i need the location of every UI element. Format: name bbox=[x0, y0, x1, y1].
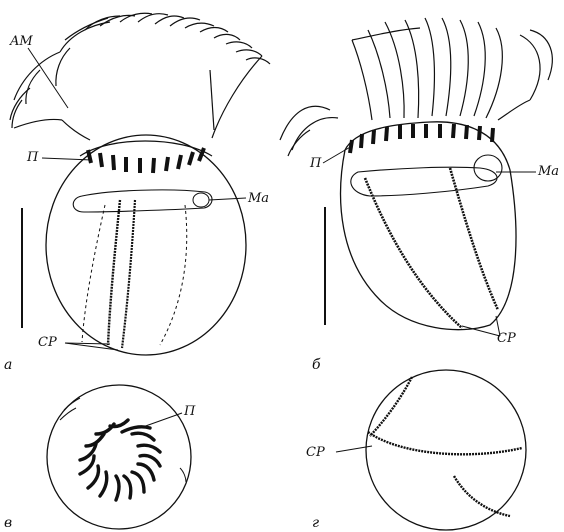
panel-letter-v: в bbox=[4, 516, 12, 530]
label-ma-a: Ma bbox=[248, 192, 269, 205]
label-cp-b: CP bbox=[497, 332, 516, 345]
panel-v-cell bbox=[47, 385, 191, 529]
panel-b-cell bbox=[280, 18, 552, 330]
panel-letter-b: б bbox=[312, 358, 321, 372]
label-ma-b: Ma bbox=[538, 165, 559, 178]
panel-b-membranelles bbox=[280, 18, 552, 156]
label-p-v: П bbox=[184, 405, 195, 418]
label-cp-a: CP bbox=[38, 336, 57, 349]
panel-a-leaders bbox=[28, 48, 246, 350]
label-p-b: П bbox=[310, 157, 321, 170]
panel-a-membranelles bbox=[10, 13, 270, 140]
panel-a-peristome-band bbox=[88, 148, 204, 173]
label-am: AM bbox=[10, 35, 33, 48]
panel-v-leaders bbox=[140, 413, 182, 428]
panel-letter-g: г bbox=[312, 516, 319, 530]
panel-v-texture bbox=[60, 398, 186, 482]
label-p-a: П bbox=[27, 151, 38, 164]
panel-a-ciliary-rows bbox=[82, 200, 187, 348]
panel-g-cell bbox=[366, 370, 526, 530]
label-cp-g: CP bbox=[306, 446, 325, 459]
panel-letter-a: a bbox=[4, 358, 12, 372]
panel-v-peristome-spiral bbox=[80, 420, 160, 500]
panel-b-peristome-band bbox=[350, 124, 493, 153]
panel-g-ciliary-rows bbox=[368, 377, 522, 516]
panel-a-cell bbox=[10, 13, 270, 355]
